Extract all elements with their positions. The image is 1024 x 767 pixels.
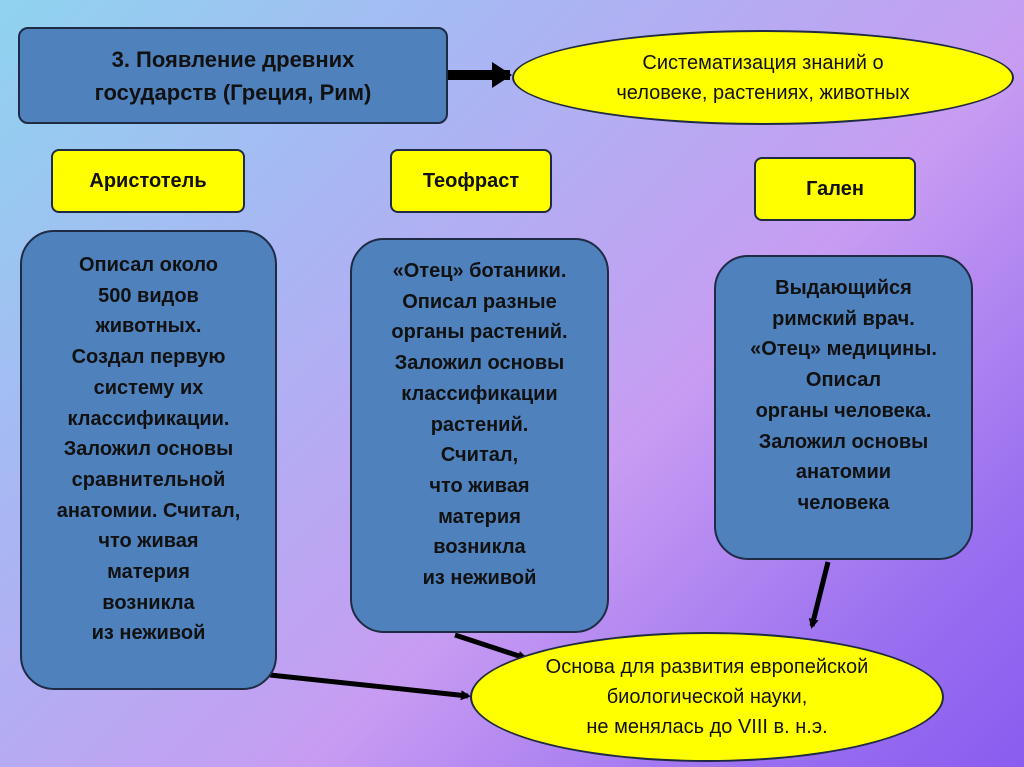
title-box: 3. Появление древних государств (Греция,… (18, 27, 448, 124)
conclusion-text: Основа для развития европейской биологич… (545, 656, 869, 738)
description-text-aristotle: Описал около 500 видов животных. Создал … (56, 254, 241, 645)
result-ellipse: Систематизация знаний о человеке, растен… (512, 30, 1014, 125)
description-text-galen: Выдающийся римский врач. «Отец» медицины… (750, 277, 937, 514)
title-text: 3. Появление древних государств (Греция,… (94, 46, 372, 105)
result-text: Систематизация знаний о человеке, растен… (616, 51, 910, 104)
description-box-galen: Выдающийся римский врач. «Отец» медицины… (714, 255, 973, 560)
name-box-galen: Гален (754, 157, 916, 221)
name-label-theophrastus: Теофраст (422, 169, 520, 192)
arrow-aristotle-to-conclusion (269, 672, 471, 701)
arrow-galen-to-conclusion (808, 561, 831, 629)
name-label-galen: Гален (806, 177, 864, 200)
description-box-theophrastus: «Отец» ботаники. Описал разные органы ра… (350, 238, 609, 633)
name-label-aristotle: Аристотель (89, 169, 207, 192)
description-text-theophrastus: «Отец» ботаники. Описал разные органы ра… (391, 260, 568, 590)
conclusion-ellipse: Основа для развития европейской биологич… (470, 632, 944, 762)
arrow-theophrastus-to-conclusion (454, 632, 528, 661)
name-box-aristotle: Аристотель (51, 149, 245, 213)
name-box-theophrastus: Теофраст (390, 149, 552, 213)
description-box-aristotle: Описал около 500 видов животных. Создал … (20, 230, 277, 690)
